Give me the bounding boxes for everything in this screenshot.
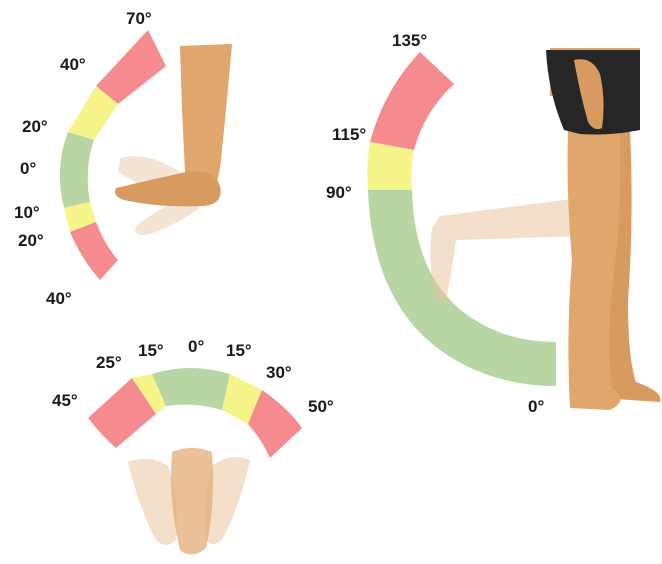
knee-diagram: 135° 115° 90° 0° <box>326 31 661 416</box>
knee-label-0: 135° <box>392 31 427 50</box>
ankle-label-1: 40° <box>60 55 86 74</box>
foot-rotation-illustration <box>128 448 250 555</box>
foot-center <box>171 448 213 555</box>
ankle-label-6: 40° <box>46 289 72 308</box>
foot-label-5: 30° <box>266 363 292 382</box>
foot-label-1: 25° <box>96 353 122 372</box>
knee-label-2: 90° <box>326 183 352 202</box>
ankle-diagram: 70° 40° 20° 0° 10° 20° 40° <box>14 9 232 308</box>
knee-zone-red <box>370 52 454 150</box>
foot-label-0: 45° <box>52 391 78 410</box>
ankle-label-0: 70° <box>126 9 152 28</box>
ankle-leg <box>180 44 232 194</box>
ankle-zone-red-upper <box>96 30 166 104</box>
foot-rotation-diagram: 45° 25° 15° 0° 15° 30° 50° <box>52 337 334 555</box>
knee-label-3: 0° <box>528 397 544 416</box>
ankle-zone-red-lower <box>70 222 118 280</box>
foot-label-3: 0° <box>188 337 204 356</box>
ankle-label-4: 10° <box>14 203 40 222</box>
ankle-label-3: 0° <box>20 159 36 178</box>
knee-label-1: 115° <box>332 125 366 144</box>
ankle-label-5: 20° <box>18 231 44 250</box>
ankle-label-2: 20° <box>22 117 48 136</box>
ankle-zone-green <box>60 132 94 208</box>
foot-ghost-left <box>128 459 177 545</box>
knee-zone-yellow <box>367 142 414 190</box>
foot-label-6: 50° <box>308 397 334 416</box>
foot-label-2: 15° <box>138 341 164 360</box>
knee-lower-leg-ghost <box>430 198 584 302</box>
foot-label-4: 15° <box>226 341 252 360</box>
